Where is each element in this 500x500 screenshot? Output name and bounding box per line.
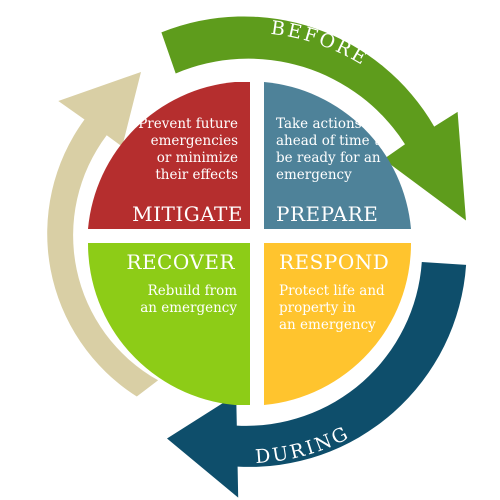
after-label: AFTER bbox=[25, 207, 51, 293]
recover-title: RECOVER bbox=[126, 250, 235, 274]
recover-line-2: an emergency bbox=[140, 300, 237, 316]
before-arrow bbox=[161, 16, 466, 221]
mitigate-title: MITIGATE bbox=[132, 202, 243, 226]
mitigate-line-1: Prevent future bbox=[138, 116, 238, 132]
mitigate-line-3: or minimize bbox=[157, 150, 238, 166]
recover-line-1: Rebuild from bbox=[148, 283, 238, 299]
respond-title: RESPOND bbox=[279, 250, 389, 274]
prepare-line-2: ahead of time to bbox=[276, 133, 388, 149]
mitigate-line-4: their effects bbox=[155, 167, 238, 183]
respond-line-2: property in bbox=[279, 300, 356, 316]
respond-line-3: an emergency bbox=[279, 317, 376, 333]
recover-quadrant bbox=[87, 243, 250, 405]
mitigate-line-2: emergencies bbox=[151, 133, 238, 149]
prepare-line-4: emergency bbox=[276, 167, 352, 183]
respond-line-1: Protect life and bbox=[279, 283, 385, 299]
respond-quadrant bbox=[264, 243, 412, 405]
during-arrow bbox=[167, 262, 467, 498]
after-arrow bbox=[47, 72, 159, 397]
prepare-line-1: Take actions bbox=[276, 116, 362, 132]
mitigate-quadrant bbox=[88, 82, 250, 229]
prepare-line-3: be ready for an bbox=[276, 150, 381, 166]
prepare-quadrant bbox=[264, 82, 411, 229]
prepare-title: PREPARE bbox=[276, 202, 378, 226]
